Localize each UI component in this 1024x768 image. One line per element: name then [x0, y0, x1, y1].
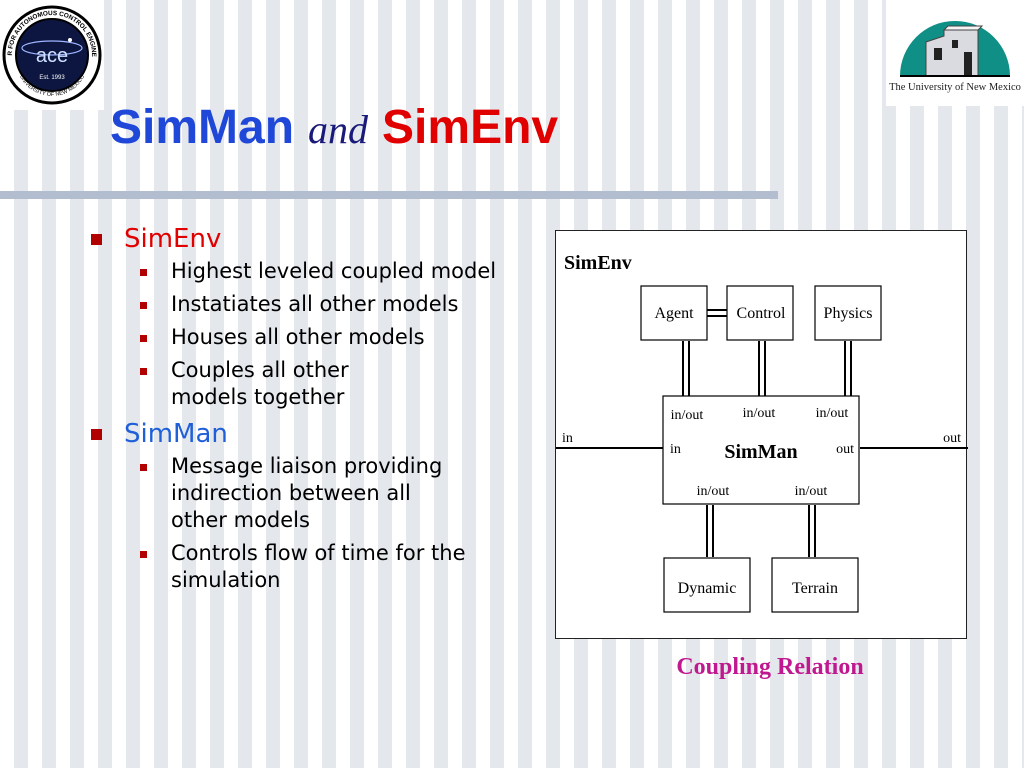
title-simman: SimMan [110, 101, 295, 154]
square-bullet-icon [140, 464, 147, 471]
physics-box [814, 285, 882, 341]
sub-bullet: Highest leveled coupled model [88, 258, 498, 285]
bullet-simman: SimMan [88, 417, 498, 451]
env-in-label: in [562, 431, 573, 446]
agent-label: Agent [654, 305, 694, 322]
square-bullet-icon [140, 551, 147, 558]
unm-caption: The University of New Mexico [889, 82, 1021, 93]
sub-bullet: Message liaison providing indirection be… [88, 453, 498, 534]
agent-box [640, 285, 708, 341]
sub-bullet-text: Controls flow of time for the simulation [171, 541, 466, 592]
port-label: in/out [697, 484, 730, 499]
unm-logo: The University of New Mexico [886, 0, 1024, 106]
title-divider [0, 191, 778, 199]
bullet-label: SimMan [124, 419, 228, 449]
control-box [726, 285, 794, 341]
control-label: Control [737, 305, 786, 322]
core-in-label: in [670, 442, 681, 457]
terrain-box [771, 557, 859, 613]
simenv-container-label: SimEnv [564, 252, 632, 274]
simman-box [662, 395, 860, 505]
sub-bullet-text: Highest leveled coupled model [171, 259, 497, 283]
square-bullet-icon [91, 429, 102, 440]
port-label: in/out [816, 406, 849, 421]
sub-bullet-text: Houses all other models [171, 325, 425, 349]
sub-bullet-text: Message liaison providing indirection be… [171, 454, 443, 532]
dynamic-label: Dynamic [678, 580, 737, 597]
square-bullet-icon [140, 368, 147, 375]
bullet-label: SimEnv [124, 224, 222, 254]
sub-bullet-text: Couples all other models together [171, 358, 349, 409]
ace-est: Est. 1993 [39, 75, 65, 81]
terrain-label: Terrain [792, 580, 838, 597]
ace-logo: CENTER FOR AUTONOMOUS CONTROL ENGINEERIN… [0, 0, 104, 110]
square-bullet-icon [91, 234, 102, 245]
port-label: in/out [795, 484, 828, 499]
env-out-label: out [943, 431, 961, 446]
sub-bullet: Houses all other models [88, 324, 498, 351]
bullet-list: SimEnv Highest leveled coupled model Ins… [88, 222, 498, 600]
sub-bullet-text: Instatiates all other models [171, 292, 459, 316]
title-simenv: SimEnv [382, 101, 559, 154]
page-title: SimMan and SimEnv [110, 100, 770, 170]
port-label: in/out [671, 408, 704, 423]
coupling-diagram: SimEnv Agent Control Physics in/out in/o… [555, 230, 968, 639]
sub-bullet: Instatiates all other models [88, 291, 498, 318]
square-bullet-icon [140, 269, 147, 276]
ace-logo-name: ace [36, 45, 68, 67]
top-couplings [682, 309, 852, 557]
bullet-simenv: SimEnv [88, 222, 498, 256]
square-bullet-icon [140, 335, 147, 342]
sub-bullet: Controls flow of time for the simulation [88, 540, 498, 594]
physics-label: Physics [824, 305, 873, 322]
sub-bullet: Couples all other models together [88, 357, 498, 411]
port-label: in/out [743, 406, 776, 421]
simman-label: SimMan [724, 441, 797, 463]
diagram-caption: Coupling Relation [676, 654, 864, 680]
dynamic-box [663, 557, 751, 613]
core-out-label: out [836, 442, 854, 457]
square-bullet-icon [140, 302, 147, 309]
title-and: and [308, 107, 369, 152]
